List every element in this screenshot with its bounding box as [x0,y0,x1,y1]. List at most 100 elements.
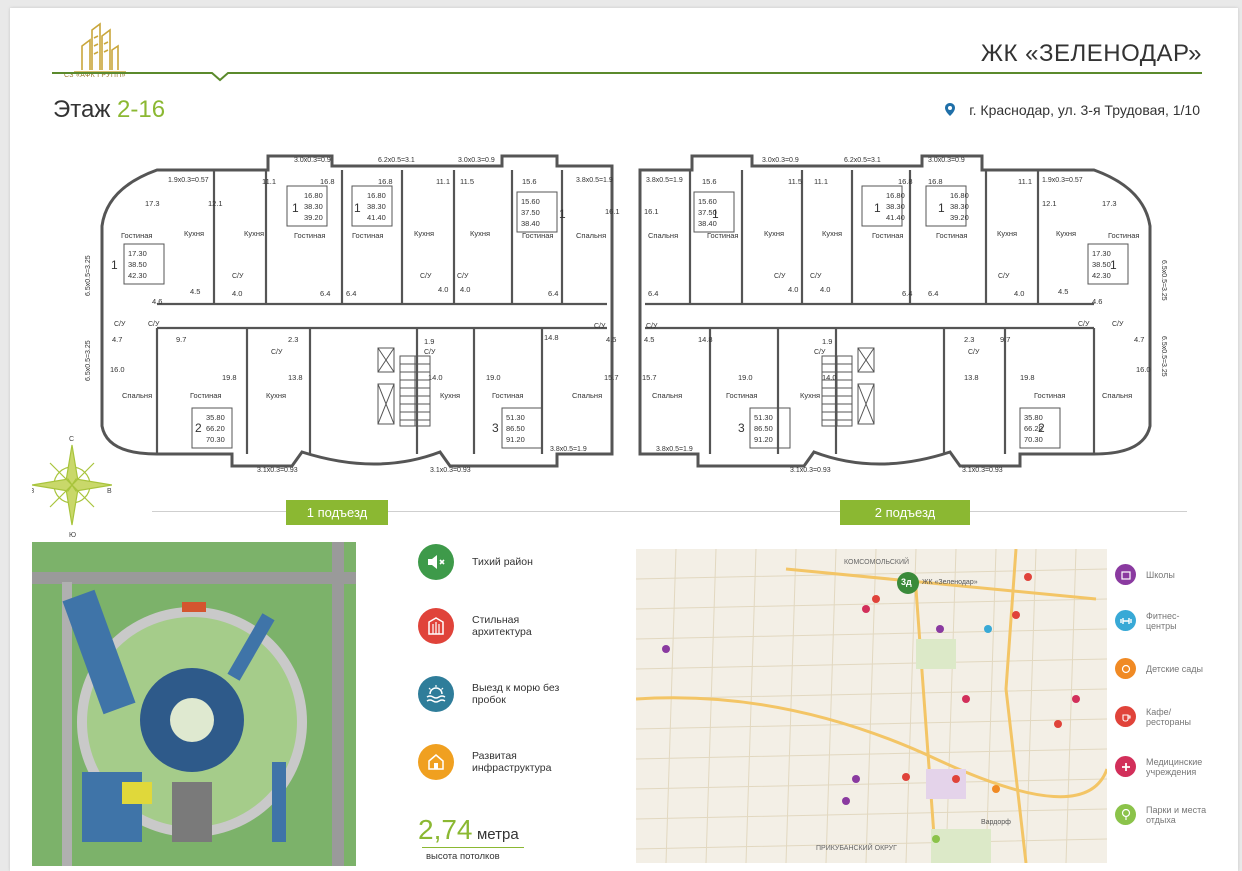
site-plan-image [32,542,356,866]
room-label: Гостиная [726,391,757,400]
apt-area: 66.20 [206,424,225,433]
room-label: Кухня [414,229,434,238]
sea-sunrise-icon [418,676,454,712]
room-area: 11.5 [460,177,474,186]
feature-label: Выезд к морю без пробок [472,681,560,707]
apt-rooms: 2 [1038,421,1045,435]
room-area: 4.0 [1014,289,1024,298]
legend-label: Детские сады [1146,663,1204,674]
room-area: 6.4 [902,289,912,298]
room-area: 4.5 [644,335,654,344]
apt-area: 35.80 [206,413,225,422]
map-place-label: Вардорф [981,819,1011,826]
bathroom-label: С/У [114,321,126,328]
apt-area: 42.30 [128,271,147,280]
feature-item: Развитая инфраструктура [418,744,572,780]
apt-area: 38.30 [950,202,969,211]
bathroom-label: С/У [594,323,606,330]
floor-label: Этаж 2-16 [53,96,165,124]
apt-area: 51.30 [754,413,773,422]
room-label: Спальня [1102,391,1132,400]
room-label: Спальня [652,391,682,400]
apt-rooms: 2 [195,421,202,435]
room-label: Гостиная [294,231,325,240]
room-area: 16.8 [928,177,943,186]
balcony-dim: 3.8х0.5=1.9 [576,177,613,184]
brochure-page: СЗ «АФК ГРУПП» ЖК «ЗЕЛЕНОДАР» Этаж 2-16 … [10,8,1238,871]
apt-area: 15.60 [521,197,540,206]
legend-label: Медицинские учреждения [1146,756,1203,777]
room-label: Гостиная [936,231,967,240]
apt-area: 16.80 [886,191,905,200]
location-map[interactable]: 3д ЖК «Зеленодар» КОМСОМОЛЬСКИЙ ПРИКУБАН… [636,549,1107,863]
entrance-divider [152,511,1187,512]
floor-range: 2-16 [117,96,166,123]
room-label: Гостиная [1108,231,1139,240]
balcony-dim: 3.1х0.3=0.93 [962,467,1003,474]
ceiling-height: 2,74 метра высота потолков [418,814,524,862]
room-area: 13.8 [288,373,303,382]
room-area: 2.3 [288,335,298,344]
complex-title: ЖК «ЗЕЛЕНОДАР» [980,40,1202,67]
apt-rooms: 1 [938,201,945,215]
room-area: 9.7 [1000,335,1010,344]
bathroom-label: С/У [271,349,283,356]
room-area: 16.0 [110,365,125,374]
room-area: 11.1 [262,177,276,186]
balcony-dim: 3.8х0.5=1.9 [646,177,683,184]
apt-rooms: 1 [354,201,361,215]
room-area: 16.1 [605,207,620,216]
house-icon [418,744,454,780]
room-area: 14.0 [822,373,837,382]
room-area: 4.0 [788,285,798,294]
entrance-1-label: 1 подъезд [286,500,388,525]
apt-area: 38.50 [1092,260,1111,269]
balcony-dim: 3.8х0.5=1.9 [656,446,693,453]
apt-area: 38.30 [304,202,323,211]
apt-area: 41.40 [367,213,386,222]
legend-item: Кафе/ рестораны [1115,706,1208,727]
compass-rose-icon: С Ю З В [32,436,112,539]
bathroom-label: С/У [1112,321,1124,328]
legend-item: Школы [1115,564,1208,585]
room-area: 14.8 [698,335,713,344]
room-label: Гостиная [522,231,553,240]
legend-label: Фитнес-центры [1146,610,1180,631]
room-area: 6.4 [928,289,938,298]
apt-area: 42.30 [1092,271,1111,280]
room-area: 17.3 [145,199,160,208]
bathroom-label: С/У [814,349,826,356]
balcony-dim: 6.5х0.5=3.25 [85,255,92,296]
room-area: 11.1 [1018,177,1032,186]
ceiling-unit: метра [476,826,519,843]
balcony-dim: 6.2х0.5=3.1 [844,157,881,164]
room-area: 19.8 [222,373,237,382]
park-icon [1115,804,1136,825]
apt-area: 86.50 [754,424,773,433]
bathroom-label: С/У [457,273,469,280]
room-area: 4.5 [606,335,616,344]
legend-item: Детские сады [1115,658,1208,679]
room-label: Гостиная [492,391,523,400]
map-marker-badge: 3д [901,577,912,587]
apt-area: 86.50 [506,424,525,433]
room-area: 15.7 [604,373,619,382]
feature-item: Выезд к морю без пробок [418,676,572,712]
bathroom-label: С/У [232,273,244,280]
room-label: Кухня [266,391,286,400]
bathroom-label: С/У [998,273,1010,280]
room-label: Гостиная [352,231,383,240]
room-label: Спальня [648,231,678,240]
apt-rooms: 1 [559,207,566,221]
room-label: Кухня [184,229,204,238]
room-area: 6.4 [320,289,330,298]
compass-east: В [107,488,112,495]
apt-rooms: 1 [874,201,881,215]
room-area: 16.8 [898,177,913,186]
room-area: 19.8 [1020,373,1035,382]
speaker-icon [418,544,454,580]
room-area: 12.1 [208,199,223,208]
room-area: 14.0 [428,373,443,382]
room-area: 6.4 [548,289,558,298]
bathroom-label: С/У [968,349,980,356]
